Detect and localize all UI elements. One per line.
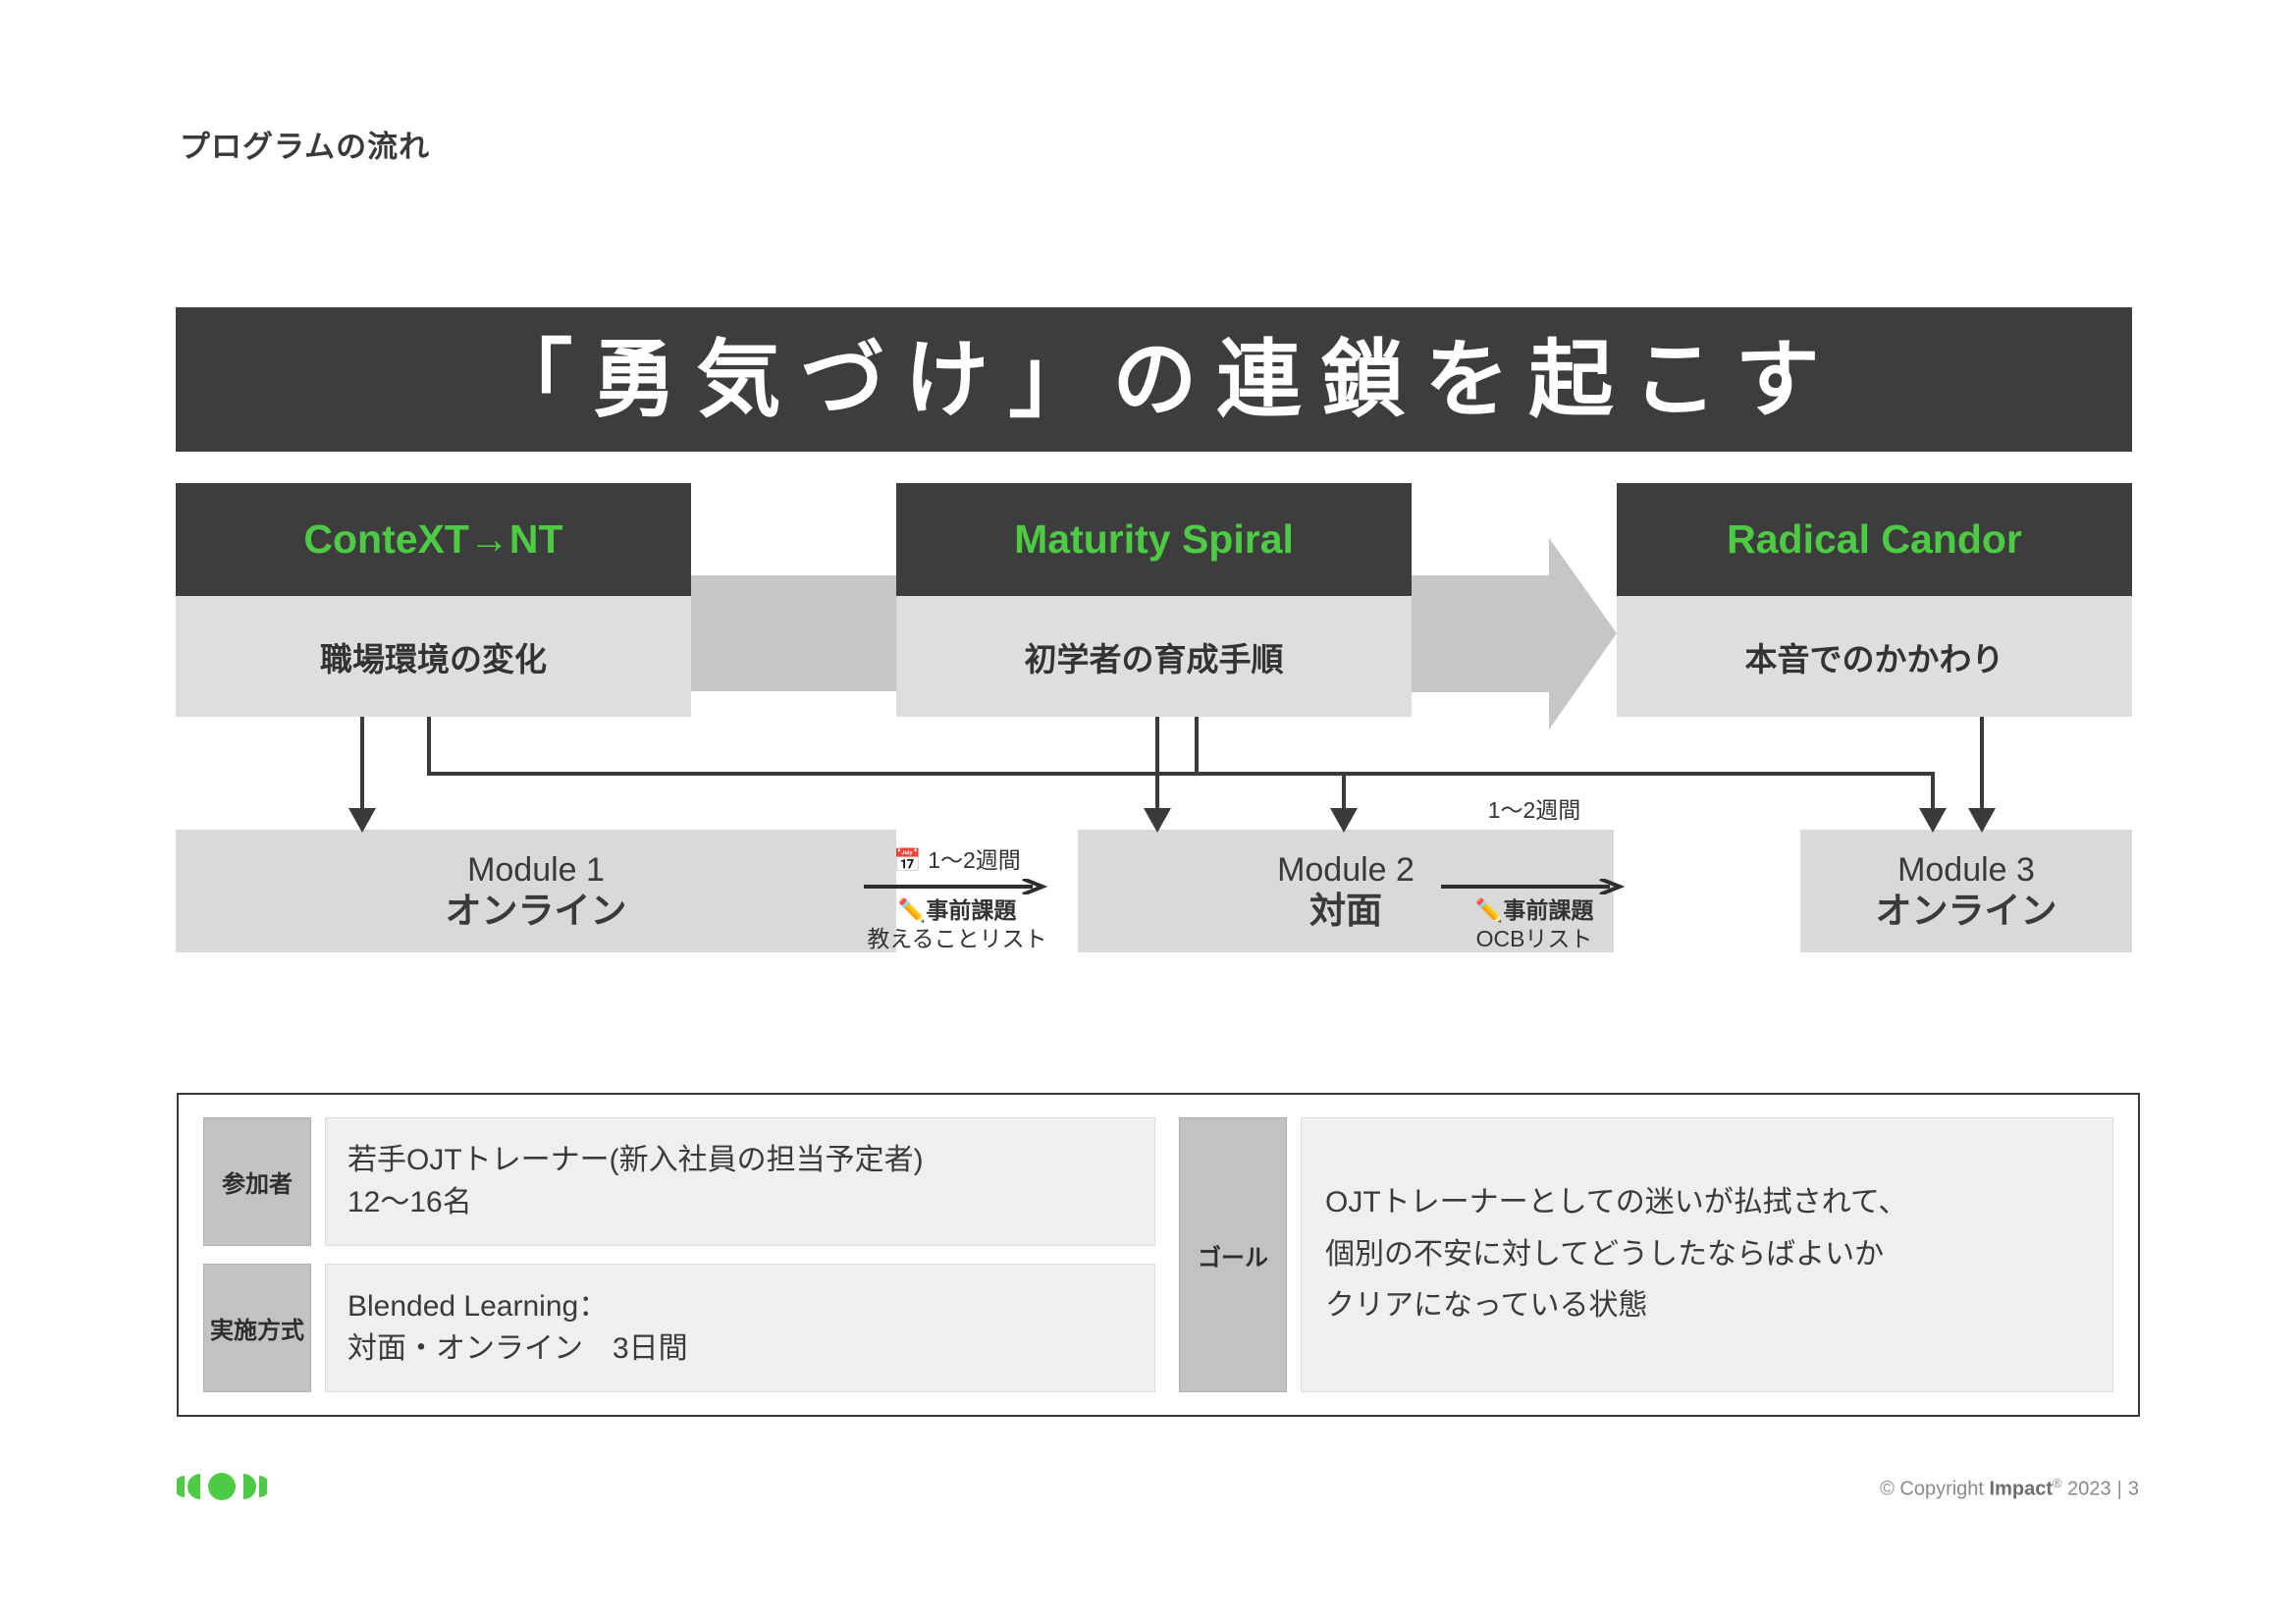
info-value-line: OJTトレーナーとしての迷いが払拭されて、 xyxy=(1325,1186,1908,1219)
info-key-goal: ゴール xyxy=(1179,1117,1287,1392)
brand-logo-icon xyxy=(177,1470,267,1503)
module-name: Module 1 xyxy=(467,850,605,889)
concept-card-radical-candor[interactable]: Radical Candor 本音でのかかわり xyxy=(1617,483,2132,717)
concept-connector-arrow-icon xyxy=(1412,538,1617,730)
concept-connector-shaft xyxy=(691,575,896,691)
info-value: 若手OJTトレーナー(新入社員の担当予定者) 12〜16名 xyxy=(325,1117,1155,1246)
concept-card-body: 職場環境の変化 xyxy=(176,596,691,717)
module-name: Module 3 xyxy=(1897,850,2035,889)
footer-page-number: 3 xyxy=(2127,1478,2139,1500)
gap-duration: 1〜2週間 xyxy=(928,847,1021,873)
module-mode: 対面 xyxy=(1309,890,1382,931)
gap-duration-row: 📅 1〜2週間 xyxy=(864,846,1050,875)
gap-task-detail: 教えることリスト xyxy=(867,925,1047,951)
module-card-3[interactable]: Module 3 オンライン xyxy=(1800,830,2132,952)
info-value-line: 対面・オンライン 3日間 xyxy=(347,1331,688,1365)
pencil-icon: ✏️ xyxy=(1474,896,1504,923)
concept-title: Maturity Spiral xyxy=(1014,516,1294,562)
footer-separator: | xyxy=(2116,1478,2122,1500)
concept-subtitle: 職場環境の変化 xyxy=(320,640,547,677)
concept-card-header: ConteXT→NT xyxy=(176,483,691,596)
info-panel: 参加者 若手OJTトレーナー(新入社員の担当予定者) 12〜16名 実施方式 B… xyxy=(177,1093,2140,1417)
module-gap-1: 📅 1〜2週間 ✏️事前課題 教えることリスト xyxy=(864,846,1050,952)
info-value-line: 若手OJTトレーナー(新入社員の担当予定者) xyxy=(347,1143,924,1176)
concept-card-context[interactable]: ConteXT→NT 職場環境の変化 xyxy=(176,483,691,717)
calendar-icon: 📅 xyxy=(893,847,922,873)
info-row-format: 実施方式 Blended Learning： 対面・オンライン 3日間 xyxy=(203,1264,1155,1392)
hero-banner: 「勇気づけ」の連鎖を起こす xyxy=(176,307,2132,452)
concept-subtitle: 本音でのかかわり xyxy=(1744,640,2004,677)
info-value-goal: OJTトレーナーとしての迷いが払拭されて、 個別の不安に対してどうしたならばよい… xyxy=(1301,1117,2113,1392)
concept-row: ConteXT→NT 職場環境の変化 Maturity Spiral 初学者の育… xyxy=(176,483,2132,730)
module-mode: オンライン xyxy=(1875,890,2057,931)
gap-task-detail: OCBリスト xyxy=(1475,925,1593,951)
concept-subtitle: 初学者の育成手順 xyxy=(1024,640,1284,677)
concept-card-header: Maturity Spiral xyxy=(896,483,1412,596)
module-card-2[interactable]: Module 2 対面 xyxy=(1078,830,1614,952)
gap-task-label: 事前課題 xyxy=(1503,896,1594,923)
concept-card-header: Radical Candor xyxy=(1617,483,2132,596)
registered-mark: ® xyxy=(2053,1476,2062,1490)
module-row: Module 1 オンライン Module 2 対面 Module 3 オンライ… xyxy=(176,830,2132,952)
hero-banner-text: 「勇気づけ」の連鎖を起こす xyxy=(488,332,1840,427)
concept-card-maturity-spiral[interactable]: Maturity Spiral 初学者の育成手順 xyxy=(896,483,1412,717)
info-panel-right-goal: ゴール OJTトレーナーとしての迷いが払拭されて、 個別の不安に対してどうしたな… xyxy=(1179,1117,2113,1392)
info-value-line: 個別の不安に対してどうしたならばよいか xyxy=(1325,1237,1885,1271)
info-row-participants: 参加者 若手OJTトレーナー(新入社員の担当予定者) 12〜16名 xyxy=(203,1117,1155,1246)
concept-title: ConteXT→NT xyxy=(303,516,563,562)
flow-connector-lines xyxy=(176,707,2132,903)
copyright-year: 2023 xyxy=(2067,1478,2111,1500)
page-title: プログラムの流れ xyxy=(180,130,431,164)
pencil-icon: ✏️ xyxy=(897,896,927,923)
concept-card-body: 初学者の育成手順 xyxy=(896,596,1412,717)
concept-card-body: 本音でのかかわり xyxy=(1617,596,2132,717)
copyright-prefix: © Copyright xyxy=(1880,1478,1990,1500)
module-gap-2: ✏️事前課題 OCBリスト xyxy=(1441,846,1628,952)
gap-arrow-icon xyxy=(1441,878,1628,894)
module-name: Module 2 xyxy=(1277,850,1415,889)
info-value: Blended Learning： 対面・オンライン 3日間 xyxy=(325,1264,1155,1392)
info-key: 実施方式 xyxy=(203,1264,311,1392)
gap-task-label: 事前課題 xyxy=(926,896,1017,923)
gap-2-duration: 1〜2週間 xyxy=(1487,797,1581,823)
module-card-1[interactable]: Module 1 オンライン xyxy=(176,830,896,952)
footer-copyright: © Copyright Impact® 2023|3 xyxy=(1880,1476,2139,1501)
info-panel-left: 参加者 若手OJTトレーナー(新入社員の担当予定者) 12〜16名 実施方式 B… xyxy=(203,1117,1155,1392)
gap-task-row: ✏️事前課題 xyxy=(864,896,1050,925)
info-value-line: 12〜16名 xyxy=(347,1185,472,1218)
info-panel-inner: 参加者 若手OJTトレーナー(新入社員の担当予定者) 12〜16名 実施方式 B… xyxy=(179,1095,2138,1415)
module-mode: オンライン xyxy=(445,890,627,931)
concept-title: Radical Candor xyxy=(1727,516,2022,562)
gap-arrow-icon xyxy=(864,878,1050,894)
info-value-line: Blended Learning： xyxy=(347,1289,609,1323)
info-key: 参加者 xyxy=(203,1117,311,1246)
brand-name: Impact xyxy=(1989,1478,2054,1500)
info-value-line: クリアになっている状態 xyxy=(1325,1289,1648,1323)
gap-task-row: ✏️事前課題 xyxy=(1441,896,1628,925)
